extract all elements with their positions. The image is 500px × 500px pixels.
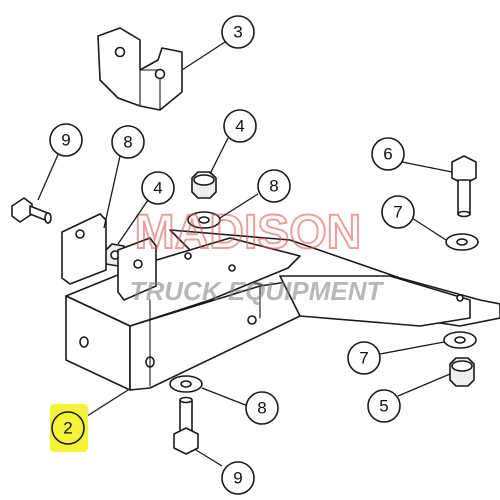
u-bracket-part — [97, 27, 183, 111]
washer-right-upper-part — [445, 233, 479, 251]
callout-7-lower: 7 — [347, 341, 381, 375]
watermark: MADISON TRUCK EQUIPMENT — [130, 205, 385, 306]
callout-5-label: 5 — [379, 397, 388, 416]
callout-3-label: 3 — [233, 23, 242, 42]
washer-bottom-part — [169, 375, 203, 393]
washer-top-part — [187, 211, 221, 229]
watermark-line2: TRUCK EQUIPMENT — [130, 276, 385, 306]
callout-3: 3 — [221, 15, 255, 49]
callout-4-top-label: 4 — [235, 117, 244, 136]
callout-5: 5 — [367, 389, 401, 423]
callout-8-bottom-label: 8 — [257, 399, 266, 418]
callout-6: 6 — [371, 137, 405, 171]
callout-2-label: 2 — [63, 419, 72, 438]
watermark-line1: MADISON — [135, 206, 362, 259]
callout-9-bottom-label: 9 — [233, 469, 242, 488]
callout-8-top-label: 8 — [269, 177, 278, 196]
callout-7-upper: 7 — [381, 195, 415, 229]
callout-4-left: 4 — [141, 171, 175, 205]
nut-top-part — [191, 171, 217, 199]
callout-9-bottom: 9 — [221, 461, 255, 495]
main-frame-bracket-part — [61, 213, 500, 391]
washer-right-lower-part — [443, 331, 477, 349]
bolt-bottom-part — [173, 396, 199, 455]
callout-8-left: 8 — [111, 125, 145, 159]
callout-8-top: 8 — [257, 169, 291, 203]
callout-4-top: 4 — [223, 109, 257, 143]
leader-lines — [37, 41, 453, 467]
callout-2: 2 — [50, 404, 88, 452]
nut-right-part — [449, 357, 475, 387]
callout-9-upper: 9 — [49, 123, 83, 157]
callout-9-upper-label: 9 — [61, 131, 70, 150]
callout-7-upper-label: 7 — [393, 203, 402, 222]
callout-8-left-label: 8 — [123, 133, 132, 152]
callout-7-lower-label: 7 — [359, 349, 368, 368]
callout-8-bottom: 8 — [245, 391, 279, 425]
bolt-right-part — [451, 155, 477, 218]
callout-4-left-label: 4 — [153, 179, 162, 198]
bolt-upper-left-part — [11, 197, 52, 224]
callout-6-label: 6 — [383, 145, 392, 164]
